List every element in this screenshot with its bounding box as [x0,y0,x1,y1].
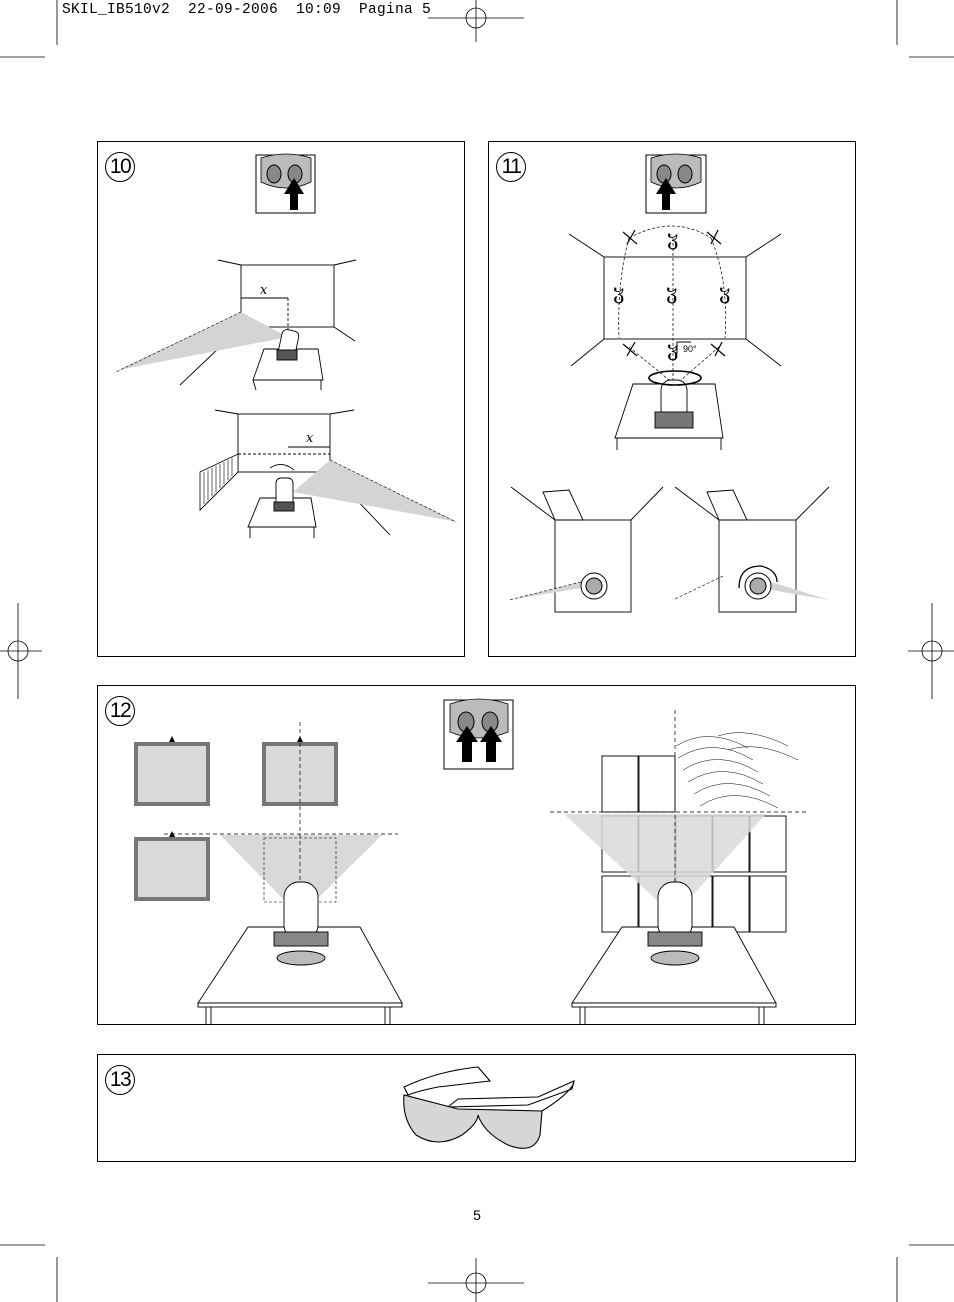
keypad-icon [645,153,707,214]
svg-text:ჳ: ჳ [667,337,678,361]
figure-12-drawing [134,698,806,1024]
keypad-icon [443,698,514,770]
figure-13-number: 13 [105,1065,135,1095]
distance-label-top: x [260,283,268,298]
figure-12-number: 12 [105,696,135,726]
figure-13-panel: 13 [97,1054,856,1162]
angle-label: 90° [683,344,697,354]
figure-10-drawing: x x [115,153,458,538]
svg-text:ჳ: ჳ [667,226,678,250]
distance-label-bottom: x [306,431,314,446]
svg-text:ჳ: ჳ [666,280,677,304]
figure-11-panel: 11 ჳ ჳ ჳ ჳ ჳ [488,141,856,657]
print-header: SKIL_IB510v2 22-09-2006 10:09 Pagina 5 [62,2,432,18]
figure-12-panel: 12 [97,685,856,1025]
figure-10-panel: 10 x [97,141,465,657]
svg-text:ჳ: ჳ [613,280,624,304]
keypad-icon [255,153,316,214]
page-number: 5 [473,1207,481,1223]
figure-11-number: 11 [496,152,526,182]
svg-text:ჳ: ჳ [719,280,730,304]
safety-glasses-drawing [403,1066,575,1149]
figure-11-drawing: ჳ ჳ ჳ ჳ ჳ 90° [508,153,830,613]
figure-10-number: 10 [105,152,135,182]
